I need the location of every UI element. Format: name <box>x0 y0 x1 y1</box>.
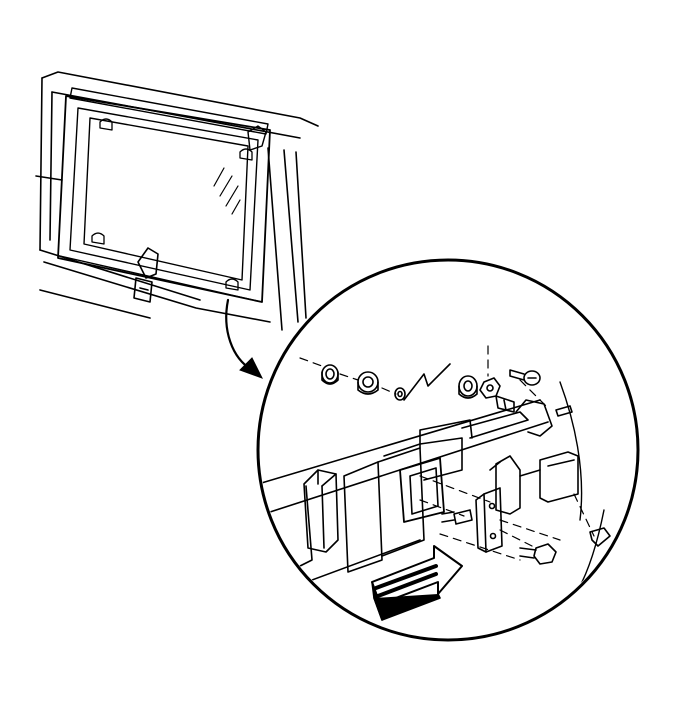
grommet <box>458 375 478 399</box>
block-arrow-icon <box>371 545 463 621</box>
sliding-window <box>57 87 271 303</box>
latch-housing <box>343 419 473 573</box>
bolt <box>519 543 557 565</box>
pin <box>555 405 573 417</box>
alignment-lines <box>299 345 595 561</box>
latch-arm <box>461 399 579 515</box>
break-symbol <box>403 363 451 401</box>
screw <box>509 369 541 386</box>
screw <box>441 509 473 525</box>
screw <box>495 395 515 413</box>
bracket-plate <box>475 487 503 553</box>
window-latch-icon <box>133 247 159 303</box>
fasteners <box>321 364 611 565</box>
rubber-cap <box>539 451 579 503</box>
glass-glare-hatch <box>213 167 241 215</box>
clip <box>589 527 611 547</box>
curved-arrow-icon <box>225 298 264 379</box>
washer <box>394 387 406 401</box>
magnified-detail <box>256 258 640 642</box>
grommet <box>321 364 339 385</box>
grommet <box>357 371 379 395</box>
window-channel <box>299 469 339 567</box>
